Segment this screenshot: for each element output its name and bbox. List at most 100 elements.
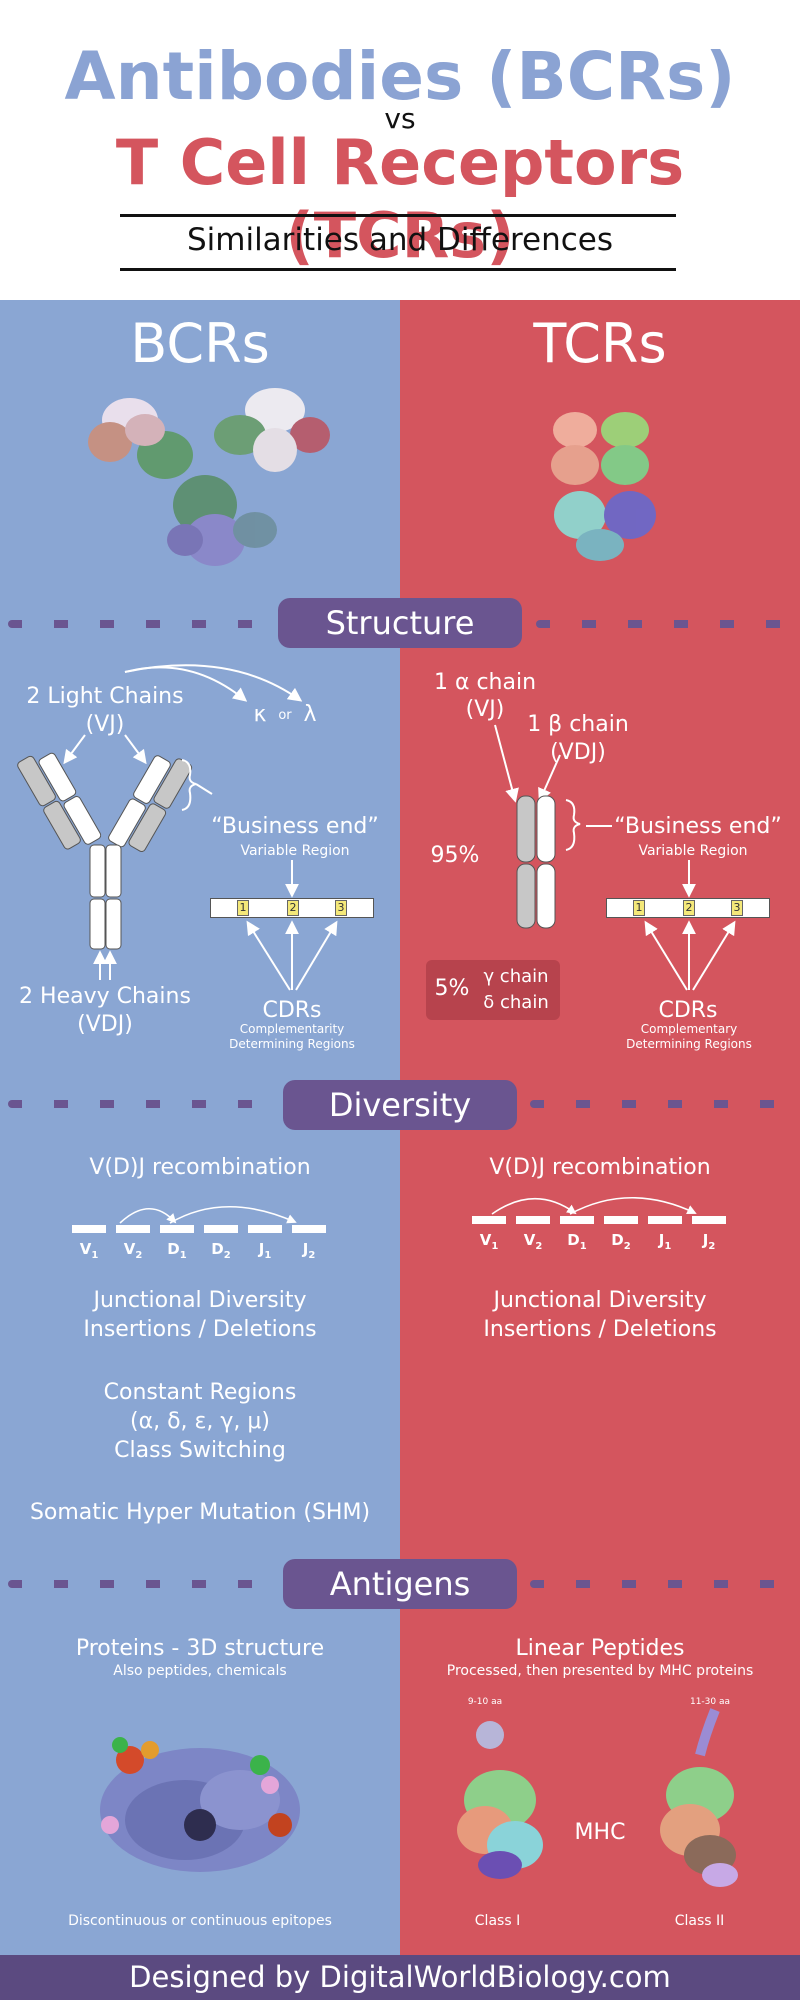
tcr-cdr-bar: 1 2 3 <box>606 898 770 918</box>
tcr-segment-j1 <box>648 1216 682 1224</box>
dash-line-right-2 <box>530 1100 800 1108</box>
protein-antigen-image <box>100 1737 300 1872</box>
tcr-variable-region-label: Variable Region <box>638 843 748 859</box>
tcr-cdrs-full-label: Complementary Determining Regions <box>626 1022 752 1051</box>
antibody-diagram <box>17 664 338 991</box>
tcr-diagram <box>494 724 736 991</box>
divider-bottom <box>120 268 676 271</box>
bcr-seg-label-v2: V2 <box>123 1240 143 1261</box>
tcr-segment-d1 <box>560 1216 594 1224</box>
tcr-recombination-arcs <box>491 1196 697 1215</box>
dash-line-right <box>536 620 800 628</box>
bcr-cdr-1: 1 <box>237 900 249 916</box>
mhc-label: MHC <box>574 1820 626 1845</box>
dash-line-right-3 <box>530 1580 800 1588</box>
bcr-heavy-chains-label: 2 Heavy Chains <box>19 984 191 1009</box>
subtitle: Similarities and Differences <box>186 222 614 258</box>
bcr-segment-j1 <box>248 1225 282 1233</box>
tcr-indels-label: Insertions / Deletions <box>483 1317 717 1342</box>
bcr-seg-label-d1: D1 <box>167 1240 187 1261</box>
dash-line-left-3 <box>8 1580 278 1588</box>
tcr-business-end-label: “Business end” <box>614 814 782 839</box>
dash-line-left-2 <box>8 1100 278 1108</box>
tcr-segment-v2 <box>516 1216 550 1224</box>
bcr-seg-label-j1: J1 <box>258 1240 272 1261</box>
tcr-segment-v1 <box>472 1216 506 1224</box>
class2-peptide-length: 11-30 aa <box>689 1697 731 1707</box>
tcr-gamma-delta-box: 5% γ chain δ chain <box>426 960 560 1020</box>
title-vs: vs <box>384 102 416 135</box>
tcr-seg-label-v1: V1 <box>479 1231 499 1252</box>
tcr-seg-label-j2: J2 <box>702 1231 716 1252</box>
tcr-segment-j2 <box>692 1216 726 1224</box>
mhc-class1-image <box>457 1721 543 1879</box>
tcr-95-percent: 95% <box>430 843 480 868</box>
bcr-heavy-vdj-label: (VDJ) <box>77 1012 133 1037</box>
class1-peptide-length: 9-10 aa <box>467 1697 503 1707</box>
bcr-cdrs-label: CDRs <box>262 998 322 1023</box>
bcr-column-heading: BCRs <box>130 312 270 375</box>
bcr-isotypes-label: (α, δ, ε, γ, μ) <box>130 1409 270 1434</box>
tcr-recombination-label: V(D)J recombination <box>489 1155 711 1180</box>
bcr-segment-v2 <box>116 1225 150 1233</box>
tcr-antigen-title: Linear Peptides <box>515 1636 685 1661</box>
tcr-alpha-chain-label: 1 α chain <box>433 670 537 695</box>
bcr-cdrs-full-label: Complementarity Determining Regions <box>229 1022 355 1051</box>
tcr-structure-image <box>551 412 656 561</box>
bcr-class-switching-label: Class Switching <box>114 1438 286 1463</box>
lambda-label: λ <box>303 702 317 727</box>
section-structure: Structure <box>278 598 522 648</box>
bcr-variable-region-label: Variable Region <box>240 843 350 859</box>
tcr-seg-label-d1: D1 <box>567 1231 587 1252</box>
bcr-cdr-3: 3 <box>335 900 347 916</box>
mhc-class1-label: Class I <box>474 1913 521 1929</box>
bcr-seg-label-v1: V1 <box>79 1240 99 1261</box>
section-antigens: Antigens <box>283 1559 517 1609</box>
tcr-seg-label-d2: D2 <box>611 1231 631 1252</box>
tcr-cdrs-label: CDRs <box>658 998 718 1023</box>
tcr-cdr-3: 3 <box>731 900 743 916</box>
bcr-seg-label-j2: J2 <box>302 1240 316 1261</box>
tcr-cdr-1: 1 <box>633 900 645 916</box>
bcr-recombination-arcs <box>119 1205 297 1224</box>
delta-chain-label: δ chain <box>483 992 549 1013</box>
header: Antibodies (BCRs) vs T Cell Receptors (T… <box>0 0 800 300</box>
kappa-label: κ <box>253 702 267 727</box>
bcr-cdr-2: 2 <box>287 900 299 916</box>
section-diversity: Diversity <box>283 1080 517 1130</box>
mhc-class2-image <box>660 1708 738 1887</box>
bcr-antigen-title: Proteins - 3D structure <box>75 1636 325 1661</box>
bcr-light-chains-label: 2 Light Chains <box>26 684 184 709</box>
bcr-segment-j2 <box>292 1225 326 1233</box>
divider-top <box>120 214 676 217</box>
bcr-recombination-label: V(D)J recombination <box>89 1155 311 1180</box>
gamma-chain-label: γ chain <box>483 966 549 987</box>
footer-credit: Designed by DigitalWorldBiology.com <box>0 1955 800 2000</box>
tcr-beta-vdj-label: (VDJ) <box>550 740 606 765</box>
tcr-junctional-label: Junctional Diversity <box>493 1288 707 1313</box>
antibody-structure-image <box>88 388 330 566</box>
tcr-segment-d2 <box>604 1216 638 1224</box>
title-tcrs: T Cell Receptors (TCRs) <box>115 126 685 272</box>
bcr-segment-d2 <box>204 1225 238 1233</box>
bcr-antigen-subtitle: Also peptides, chemicals <box>113 1663 287 1679</box>
bcr-junctional-label: Junctional Diversity <box>93 1288 307 1313</box>
tcr-alpha-vj-label: (VJ) <box>465 697 505 722</box>
tcr-column-heading: TCRs <box>533 312 667 375</box>
tcr-cdr-2: 2 <box>683 900 695 916</box>
bcr-cdr-bar: 1 2 3 <box>210 898 374 918</box>
tcr-seg-label-v2: V2 <box>523 1231 543 1252</box>
bcr-business-end-label: “Business end” <box>211 814 379 839</box>
bcr-shm-label: Somatic Hyper Mutation (SHM) <box>29 1500 371 1525</box>
mhc-class2-label: Class II <box>674 1913 725 1929</box>
tcr-seg-label-j1: J1 <box>658 1231 672 1252</box>
bcr-segment-v1 <box>72 1225 106 1233</box>
bcr-constant-label: Constant Regions <box>103 1380 297 1405</box>
tcr-antigen-subtitle: Processed, then presented by MHC protein… <box>446 1663 754 1679</box>
bcr-segment-d1 <box>160 1225 194 1233</box>
bcr-indels-label: Insertions / Deletions <box>83 1317 317 1342</box>
bcr-seg-label-d2: D2 <box>211 1240 231 1261</box>
tcr-beta-chain-label: 1 β chain <box>527 712 629 737</box>
or-label: or <box>278 708 292 723</box>
dash-line-left <box>8 620 272 628</box>
